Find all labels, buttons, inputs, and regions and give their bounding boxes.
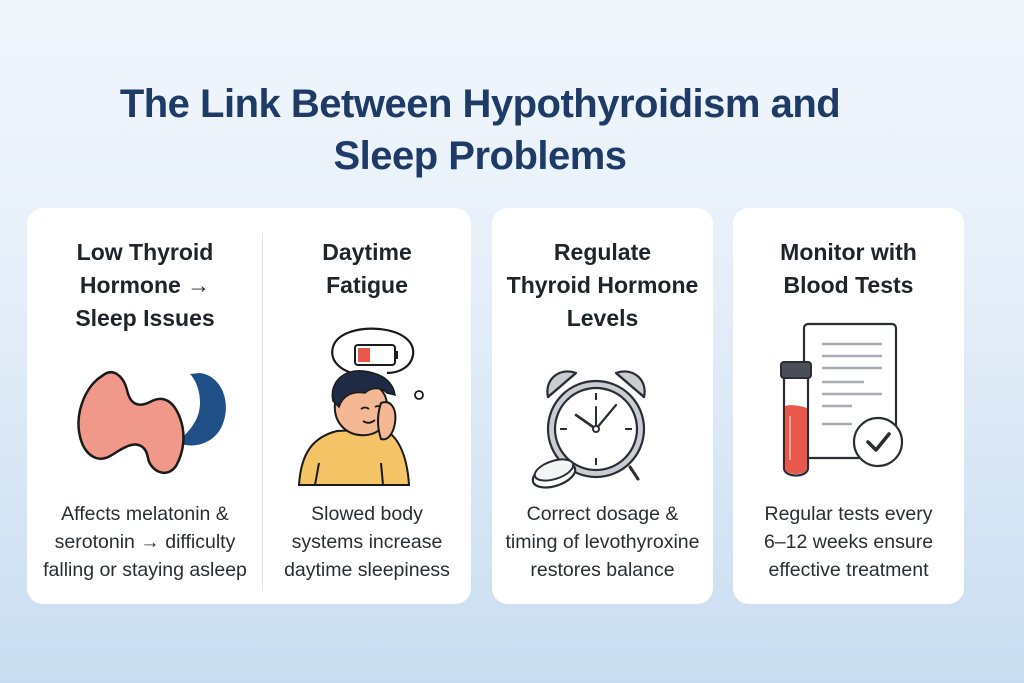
panel-heading: Low Thyroid Hormone → Sleep Issues: [75, 239, 215, 331]
card-regulate: Regulate Thyroid Hormone Levels: [492, 208, 713, 604]
panel-description: Correct dosage & timing of levothyroxine…: [505, 503, 700, 581]
panel-description: Regular tests every 6–12 weeks ensure ef…: [763, 503, 934, 581]
title-line-1: The Link Between Hypothyroidism and: [119, 82, 841, 126]
panel-divider: [262, 233, 263, 591]
panel-description: Slowed body systems increase daytime sle…: [284, 503, 450, 581]
card-causes: Low Thyroid Hormone → Sleep Issues Affec…: [27, 208, 471, 604]
thyroid-moon-icon: [77, 371, 226, 475]
page-title: The Link Between Hypothyroidism and Slee…: [0, 78, 960, 182]
panel-daytime-fatigue: Daytime Fatigue Slowed body systems inc: [263, 208, 471, 604]
panel-heading: Regulate Thyroid Hormone Levels: [506, 239, 699, 331]
tired-person-low-battery-icon: [297, 327, 424, 486]
panel-description: Affects melatonin & serotonin → difficul…: [43, 503, 247, 581]
panel-heading: Monitor with Blood Tests: [780, 239, 917, 298]
panel-low-thyroid: Low Thyroid Hormone → Sleep Issues Affec…: [27, 208, 263, 604]
card-monitor: Monitor with Blood Tests Regular tests e…: [733, 208, 964, 604]
panel-regulate-hormone: Regulate Thyroid Hormone Levels: [492, 208, 713, 604]
title-line-2: Sleep Problems: [333, 134, 627, 178]
alarm-clock-pill-icon: [531, 370, 646, 489]
blood-test-report-icon: [780, 322, 904, 477]
panel-blood-tests: Monitor with Blood Tests Regular tests e…: [733, 208, 964, 604]
panel-heading: Daytime Fatigue: [322, 239, 412, 298]
